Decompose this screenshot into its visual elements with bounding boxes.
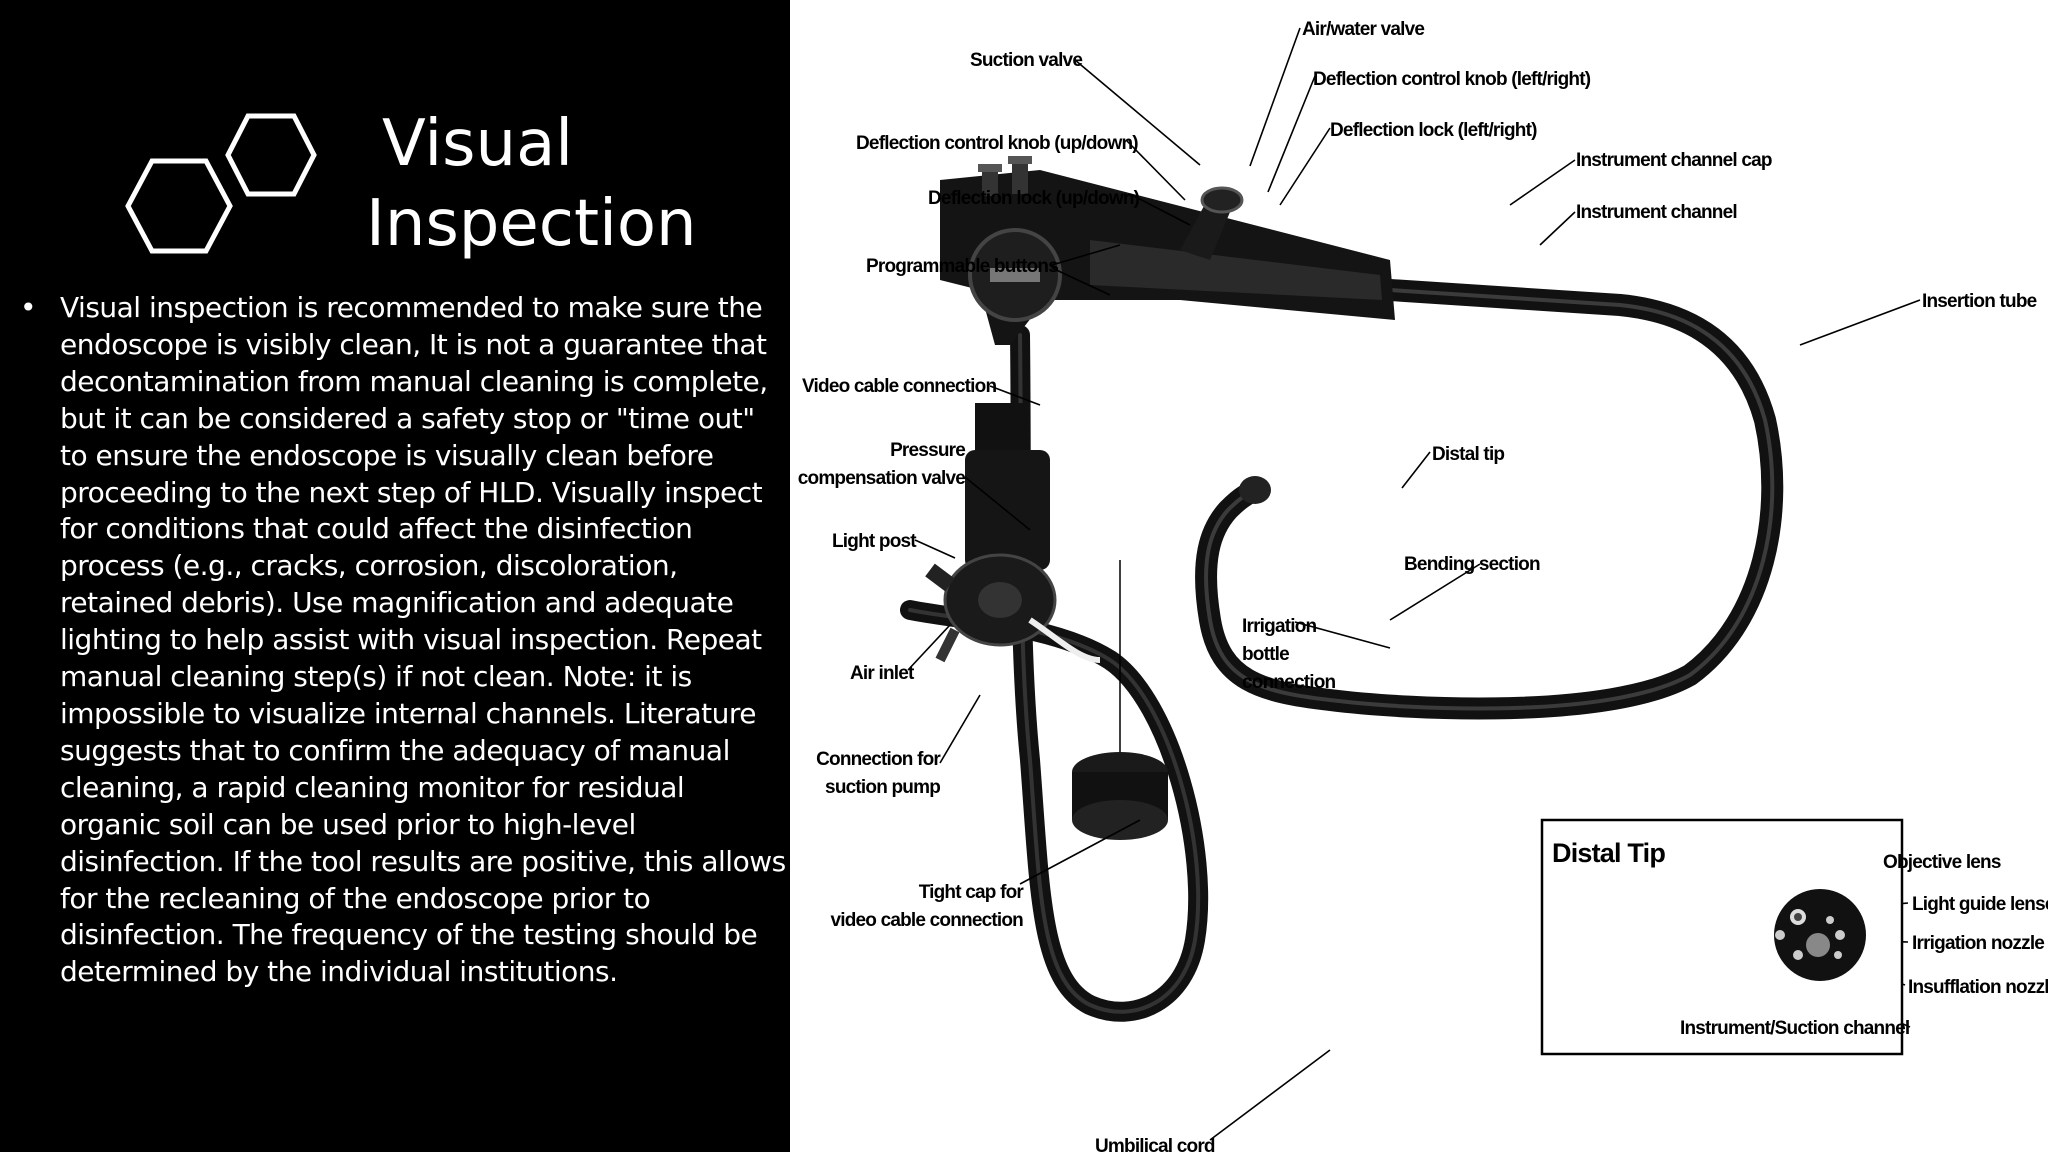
label-deflection-knob-lr: Deflection control knob (left/right): [1313, 69, 1591, 90]
inset-irrigation-nozzle: Irrigation nozzle: [1912, 933, 2044, 954]
text-panel: Visual Inspection • Visual inspection is…: [0, 0, 790, 1152]
endoscope-diagram: Air/water valve Suction valve Deflection…: [790, 0, 2048, 1152]
inset-insufflation-nozzle: Insufflation nozzle: [1908, 977, 2048, 998]
label-deflection-lock-lr: Deflection lock (left/right): [1330, 120, 1537, 141]
label-air-water-valve: Air/water valve: [1302, 19, 1424, 40]
label-instrument-channel: Instrument channel: [1576, 202, 1737, 223]
label-deflection-lock-ud: Deflection lock (up/down): [928, 188, 1140, 209]
title-line-1: Visual: [382, 107, 574, 181]
label-suction-pump-line1: Connection for: [816, 749, 941, 770]
inset-objective-lens: Objective lens: [1883, 852, 2001, 873]
inset-light-guide-lenses: Light guide lenses (2): [1912, 894, 2048, 915]
label-insertion-tube: Insertion tube: [1922, 291, 2037, 312]
label-air-inlet: Air inlet: [850, 663, 915, 684]
label-pressure-line2: compensation valve: [798, 468, 965, 489]
label-irrigation-line1: Irrigation: [1242, 616, 1317, 637]
label-irrigation-line2: bottle: [1242, 644, 1289, 665]
label-distal-tip: Distal tip: [1432, 444, 1504, 465]
endoscope-illustration: [900, 156, 1784, 1022]
label-instrument-channel-cap: Instrument channel cap: [1576, 150, 1772, 171]
hexagon-logo-icon: [125, 113, 317, 254]
label-suction-valve: Suction valve: [970, 50, 1082, 71]
label-video-cable-connection: Video cable connection: [802, 376, 996, 397]
slide-title: Visual Inspection: [366, 104, 766, 264]
label-pressure-line1: Pressure: [890, 440, 965, 461]
label-irrigation-line3: connection: [1242, 672, 1336, 693]
inset-title: Distal Tip: [1552, 838, 1665, 868]
label-bending-section: Bending section: [1404, 554, 1540, 575]
endoscope-diagram-svg: Air/water valve Suction valve Deflection…: [798, 19, 2048, 1152]
inset-instrument-suction-channel: Instrument/Suction channel: [1680, 1018, 1909, 1039]
label-deflection-knob-ud: Deflection control knob (up/down): [856, 133, 1138, 154]
bullet-list: • Visual inspection is recommended to ma…: [20, 290, 790, 991]
bullet-text: Visual inspection is recommended to make…: [60, 291, 786, 989]
label-umbilical-cord: Umbilical cord: [1095, 1136, 1215, 1152]
label-programmable-buttons: Programmable buttons: [866, 256, 1058, 277]
bullet-item: • Visual inspection is recommended to ma…: [20, 290, 790, 991]
title-line-2: Inspection: [366, 187, 697, 261]
label-light-post: Light post: [832, 531, 917, 552]
label-tight-cap-line1: Tight cap for: [919, 882, 1025, 903]
distal-tip-inset: Distal Tip Objective lens Light guide le…: [1540, 818, 2048, 1056]
bullet-icon: •: [20, 291, 37, 324]
diagram-labels: Air/water valve Suction valve Deflection…: [798, 19, 2038, 1152]
label-suction-pump-line2: suction pump: [825, 777, 940, 798]
label-tight-cap-line2: video cable connection: [830, 910, 1023, 931]
